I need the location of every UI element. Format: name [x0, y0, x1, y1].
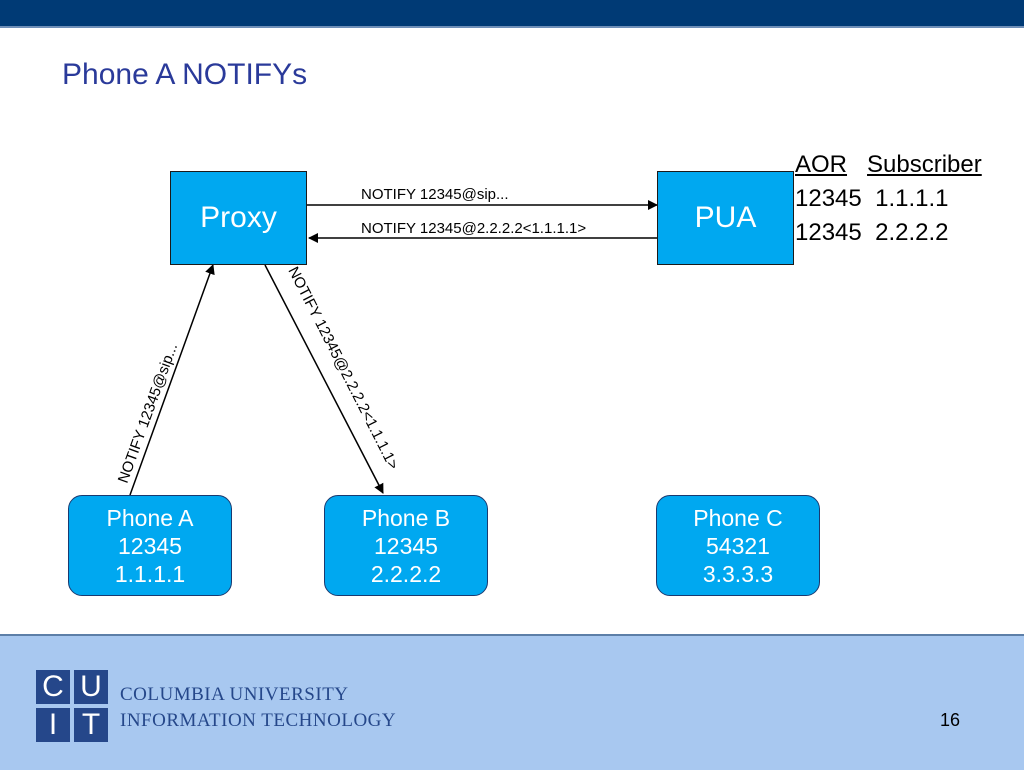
- proxy-label: Proxy: [200, 201, 277, 234]
- label-proxy-to-phone-b: NOTIFY 12345@2.2.2.2<1.1.1.1>: [284, 264, 401, 472]
- label-phone-a-to-proxy: NOTIFY 12345@sip...: [115, 341, 181, 485]
- org-name-line2: INFORMATION TECHNOLOGY: [120, 710, 397, 731]
- logo-letter-t: T: [74, 708, 108, 742]
- table-header-row: AOR Subscriber: [795, 148, 982, 182]
- logo-letter-u: U: [74, 670, 108, 704]
- logo-letter-i: I: [36, 708, 70, 742]
- org-name-line1: COLUMBIA UNIVERSITY: [120, 684, 349, 705]
- table-cell-aor: 12345: [795, 219, 862, 246]
- header-bar: [0, 0, 1024, 26]
- cuit-logo: C U I T: [36, 670, 108, 742]
- table-cell-subscriber: 2.2.2.2: [875, 219, 949, 246]
- header-rule: [0, 26, 1024, 28]
- phone-a-ip: 1.1.1.1: [114, 560, 186, 587]
- phone-a-node: Phone A 12345 1.1.1.1: [68, 495, 232, 596]
- phone-b-node: Phone B 12345 2.2.2.2: [324, 495, 488, 596]
- phone-c-node: Phone C 54321 3.3.3.3: [656, 495, 820, 596]
- proxy-node: Proxy: [170, 171, 307, 265]
- registration-table: AOR Subscriber 12345 1.1.1.1 12345 2.2.2…: [795, 148, 982, 250]
- phone-a-aor: 12345: [118, 532, 182, 559]
- phone-a-name: Phone A: [106, 504, 194, 531]
- page-number: 16: [940, 710, 961, 730]
- table-row: 12345 1.1.1.1: [795, 182, 982, 216]
- phone-b-name: Phone B: [361, 504, 451, 531]
- table-cell-subscriber: 1.1.1.1: [875, 185, 949, 212]
- label-pua-to-proxy: NOTIFY 12345@2.2.2.2<1.1.1.1>: [361, 220, 586, 237]
- pua-node: PUA: [657, 171, 794, 265]
- phone-c-ip: 3.3.3.3: [702, 560, 774, 587]
- phone-b-ip: 2.2.2.2: [370, 560, 442, 587]
- table-header-aor: AOR: [795, 151, 848, 178]
- arrow-phone-a-to-proxy: [129, 264, 215, 496]
- table-cell-aor: 12345: [795, 185, 862, 212]
- phone-b-aor: 12345: [374, 532, 438, 559]
- table-header-subscriber: Subscriber: [867, 151, 982, 178]
- phone-c-name: Phone C: [693, 504, 783, 531]
- slide-title: Phone A NOTIFYs: [62, 58, 308, 91]
- phone-c-aor: 54321: [706, 532, 770, 559]
- logo-letter-c: C: [36, 670, 70, 704]
- pua-label: PUA: [694, 201, 757, 234]
- label-proxy-to-pua: NOTIFY 12345@sip...: [361, 186, 509, 203]
- arrow-proxy-to-phone-b: [264, 264, 384, 494]
- footer-bar: [0, 634, 1024, 770]
- table-row: 12345 2.2.2.2: [795, 216, 982, 250]
